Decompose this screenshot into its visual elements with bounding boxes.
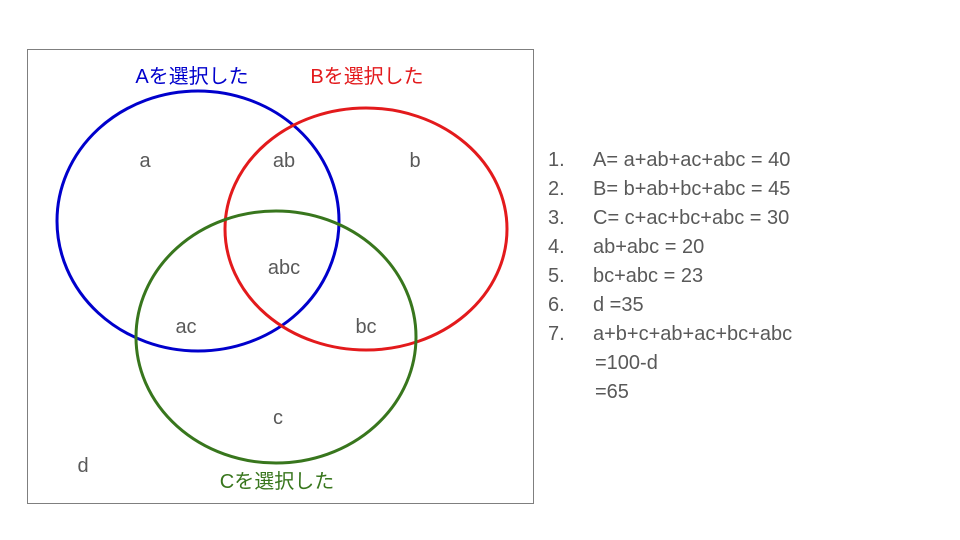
region-ab-label: ab	[273, 150, 295, 172]
set-c-circle	[134, 209, 418, 465]
equation-number: 5.	[548, 265, 565, 287]
region-b-label: b	[409, 150, 420, 172]
equation-text: B= b+ab+bc+abc = 45	[593, 178, 791, 200]
equation-row: 5. bc+abc = 23	[548, 262, 948, 291]
region-c-label: c	[273, 407, 283, 429]
equation-text: a+b+c+ab+ac+bc+abc	[593, 323, 793, 345]
region-ac-label: ac	[175, 316, 196, 338]
equation-text: bc+abc = 23	[593, 265, 704, 287]
set-a-circle	[55, 89, 341, 353]
equation-number: 1.	[548, 149, 565, 171]
region-d-label: d	[77, 455, 88, 477]
equation-list: 1. A= a+ab+ac+abc = 40 2. B= b+ab+bc+abc…	[548, 146, 948, 407]
equation-row: 1. A= a+ab+ac+abc = 40	[548, 146, 948, 175]
equation-number: 2.	[548, 178, 565, 200]
equation-row: 2. B= b+ab+bc+abc = 45	[548, 175, 948, 204]
equation-continuation: =65	[595, 381, 629, 403]
equation-row: 6. d =35	[548, 291, 948, 320]
equation-continuation: =100-d	[595, 352, 658, 374]
equation-number: 6.	[548, 294, 565, 316]
equation-text: C= c+ac+bc+abc = 30	[593, 207, 790, 229]
equation-row: 3. C= c+ac+bc+abc = 30	[548, 204, 948, 233]
set-a-title: Aを選択した	[135, 65, 248, 88]
equation-row: 7. a+b+c+ab+ac+bc+abc	[548, 320, 948, 349]
region-bc-label: bc	[355, 316, 376, 338]
equation-number: 4.	[548, 236, 565, 258]
venn-frame	[27, 49, 534, 504]
equation-number: 3.	[548, 207, 565, 229]
set-c-title: Cを選択した	[220, 470, 334, 493]
equation-text: d =35	[593, 294, 644, 316]
equation-text: A= a+ab+ac+abc = 40	[593, 149, 791, 171]
equation-text: ab+abc = 20	[593, 236, 705, 258]
region-a-label: a	[139, 150, 151, 172]
region-abc-label: abc	[268, 257, 300, 279]
equation-row: 4. ab+abc = 20	[548, 233, 948, 262]
equation-number: 7.	[548, 323, 565, 345]
set-b-title: Bを選択した	[310, 65, 423, 88]
set-b-circle	[223, 106, 509, 352]
